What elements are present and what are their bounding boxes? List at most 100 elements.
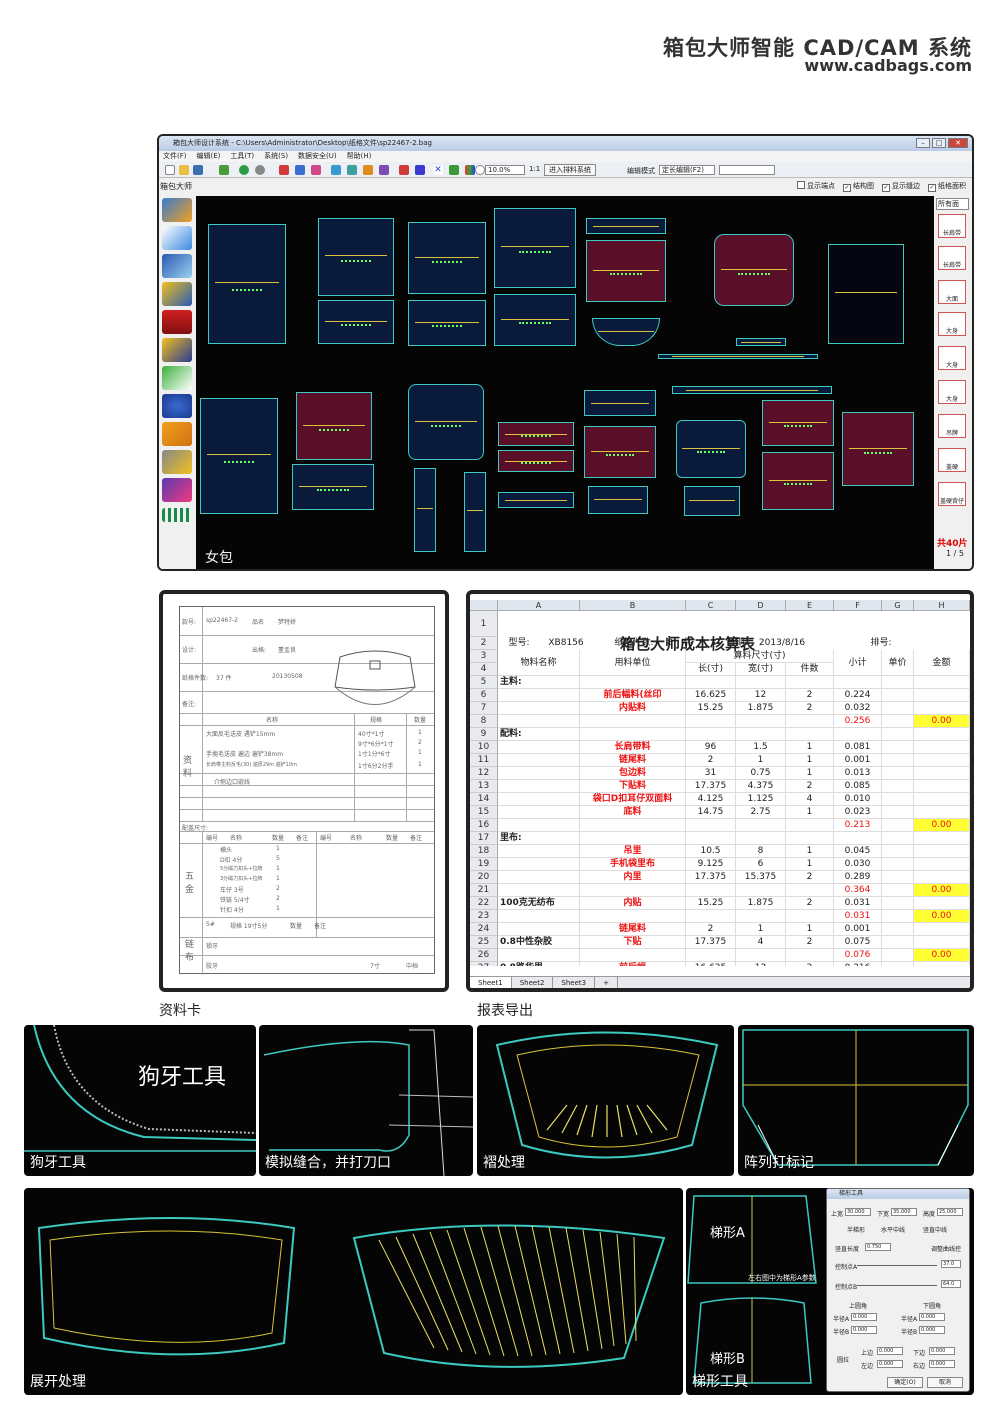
cell[interactable]: 里布:: [498, 832, 580, 845]
menu-help[interactable]: 帮助(H): [346, 152, 372, 160]
cell[interactable]: [882, 754, 914, 767]
cell[interactable]: 4.125: [686, 793, 736, 806]
new-file-icon[interactable]: [165, 165, 175, 175]
cell[interactable]: 0.213: [834, 819, 882, 832]
zoom-select[interactable]: 10.0%: [485, 165, 525, 175]
sew-icon[interactable]: [399, 165, 409, 175]
ctrl-a-input[interactable]: 37.0: [941, 1260, 961, 1268]
pattern-piece[interactable]: [494, 208, 576, 288]
cell[interactable]: [498, 858, 580, 871]
cb-horizontal-center[interactable]: 水平中线: [881, 1227, 906, 1234]
cell[interactable]: 0.075: [834, 936, 882, 949]
cell[interactable]: 件: [683, 638, 693, 648]
cell[interactable]: [686, 715, 736, 728]
cell[interactable]: [882, 702, 914, 715]
cell[interactable]: 0.00: [914, 715, 970, 728]
row-header[interactable]: 7: [470, 702, 498, 715]
cell[interactable]: 96: [686, 741, 736, 754]
cell[interactable]: [580, 949, 686, 962]
cell[interactable]: [498, 949, 580, 962]
cell[interactable]: 0.030: [834, 858, 882, 871]
pattern-piece[interactable]: [658, 354, 818, 359]
zoom-icon[interactable]: [475, 165, 485, 175]
cell[interactable]: [882, 728, 914, 741]
cell[interactable]: 12: [736, 689, 786, 702]
cell[interactable]: [580, 910, 686, 923]
cell[interactable]: [686, 676, 736, 689]
cell[interactable]: 0.031: [834, 910, 882, 923]
cell[interactable]: 16.625: [686, 962, 736, 966]
cell[interactable]: 2: [786, 897, 834, 910]
cell[interactable]: [914, 780, 970, 793]
row-header[interactable]: 25: [470, 936, 498, 949]
pattern-piece[interactable]: [762, 452, 834, 510]
cell[interactable]: 17.375: [686, 780, 736, 793]
cell[interactable]: 包边料: [580, 767, 686, 780]
row-header[interactable]: 10: [470, 741, 498, 754]
row-header[interactable]: 27: [470, 962, 498, 966]
up-round-checkbox[interactable]: 上圆角: [849, 1303, 868, 1310]
cell[interactable]: 1.125: [736, 793, 786, 806]
cell[interactable]: 0.8路华里: [498, 962, 580, 966]
row-header[interactable]: 17: [470, 832, 498, 845]
cell[interactable]: [834, 832, 882, 845]
cell[interactable]: 2: [786, 962, 834, 966]
col-header[interactable]: B: [580, 600, 686, 611]
cell[interactable]: [498, 845, 580, 858]
minimize-icon[interactable]: –: [916, 138, 930, 148]
pattern-piece[interactable]: [714, 234, 794, 306]
pattern-canvas[interactable]: [196, 196, 938, 569]
pattern-piece[interactable]: [200, 398, 278, 514]
cell[interactable]: 算料尺寸(寸): [686, 650, 834, 663]
piece-thumb[interactable]: 大身: [938, 312, 966, 336]
cell[interactable]: 2.75: [736, 806, 786, 819]
cell[interactable]: 小计: [834, 650, 882, 676]
cell[interactable]: 1.5: [736, 741, 786, 754]
cell[interactable]: [882, 715, 914, 728]
cell[interactable]: [882, 923, 914, 936]
pattern-piece[interactable]: [208, 224, 286, 344]
cell[interactable]: 17.375: [686, 936, 736, 949]
row-header[interactable]: 11: [470, 754, 498, 767]
radius-b-input-2[interactable]: 0.000: [919, 1326, 945, 1334]
menu-file[interactable]: 文件(F): [163, 152, 187, 160]
cell[interactable]: 1: [786, 858, 834, 871]
cell[interactable]: [882, 962, 914, 966]
cell[interactable]: [914, 923, 970, 936]
cell[interactable]: [882, 741, 914, 754]
pattern-piece[interactable]: [684, 486, 740, 516]
cell[interactable]: 长肩带料: [580, 741, 686, 754]
row-header[interactable]: 20: [470, 871, 498, 884]
cell[interactable]: 14.75: [686, 806, 736, 819]
cell[interactable]: [834, 728, 882, 741]
measure-icon[interactable]: [379, 165, 389, 175]
cell[interactable]: 2: [786, 871, 834, 884]
bottom-edge-input[interactable]: 0.000: [929, 1347, 955, 1355]
cell[interactable]: 4: [786, 793, 834, 806]
cell[interactable]: [736, 715, 786, 728]
cell[interactable]: 2: [786, 936, 834, 949]
cell[interactable]: 单价: [882, 650, 914, 676]
pattern-piece[interactable]: [494, 294, 576, 346]
pattern-piece[interactable]: [828, 244, 904, 344]
cell[interactable]: 0.001: [834, 754, 882, 767]
cell[interactable]: [686, 728, 736, 741]
row-header[interactable]: 15: [470, 806, 498, 819]
rect-tool-icon[interactable]: [162, 310, 192, 334]
cell[interactable]: [736, 819, 786, 832]
cell[interactable]: 1: [786, 767, 834, 780]
cell[interactable]: [914, 806, 970, 819]
pattern-piece[interactable]: [588, 486, 648, 514]
cell[interactable]: [882, 767, 914, 780]
cell[interactable]: XB8156: [548, 638, 584, 648]
cell[interactable]: [580, 715, 686, 728]
cell[interactable]: [914, 767, 970, 780]
cell[interactable]: [882, 897, 914, 910]
piece-thumb[interactable]: 大面: [938, 280, 966, 304]
cell[interactable]: [914, 754, 970, 767]
cell[interactable]: 排号:: [870, 638, 892, 648]
cell[interactable]: 4: [736, 936, 786, 949]
cell[interactable]: 0.001: [834, 923, 882, 936]
cell[interactable]: [882, 819, 914, 832]
pin-tool-icon[interactable]: [162, 394, 192, 418]
